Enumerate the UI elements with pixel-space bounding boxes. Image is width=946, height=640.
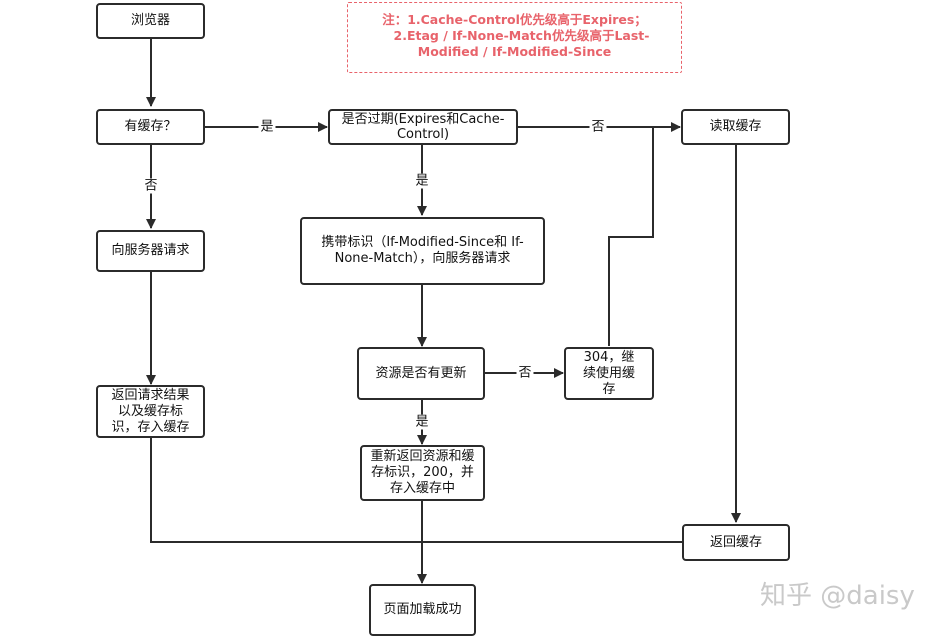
priority-note-line-2: 2.Etag / If-None-Match优先级高于Last- [393, 28, 650, 43]
node-request-server-label: 向服务器请求 [111, 243, 190, 258]
node-page-loaded: 页面加载成功 [369, 584, 476, 636]
node-use-cache-304: 304，继续使用缓存 [564, 347, 654, 400]
node-conditional-request-label: 携带标识（If-Modified-Since和 If-None-Match），向… [321, 235, 524, 266]
edge-label-has-cache-no: 否 [142, 178, 160, 194]
node-use-cache-304-label: 304，继续使用缓存 [582, 349, 635, 397]
node-is-expired: 是否过期(Expires和Cache-Control) [328, 109, 518, 145]
node-is-expired-label: 是否过期(Expires和Cache-Control) [341, 112, 505, 142]
watermark: 知乎 @daisy [760, 581, 915, 611]
node-return-cache: 返回缓存 [682, 524, 790, 561]
node-return-cache-label: 返回缓存 [709, 534, 762, 550]
node-return-new-resource: 重新返回资源和缓存标识，200，并存入缓存中 [360, 445, 485, 501]
edge-label-expired-no: 否 [589, 119, 607, 135]
edge-return-result-to-return-cache [150, 437, 682, 543]
edge-label-has-cache-yes: 是 [258, 119, 276, 135]
node-page-loaded-label: 页面加载成功 [383, 602, 462, 617]
node-resource-updated: 资源是否有更新 [357, 347, 485, 400]
priority-note-line-3: Modified / If-Modified-Since [417, 44, 612, 59]
node-read-cache-label: 读取缓存 [709, 119, 762, 134]
node-return-new-resource-label: 重新返回资源和缓存标识，200，并存入缓存中 [370, 449, 475, 496]
node-has-cache-label: 有缓存？ [124, 119, 177, 134]
node-read-cache: 读取缓存 [681, 109, 790, 145]
edge-304-to-read-cache [608, 127, 654, 346]
edge-label-updated-no: 否 [516, 365, 534, 381]
priority-note-line-1: 注：1.Cache-Control优先级高于Expires； [382, 12, 647, 27]
node-browser-label: 浏览器 [130, 13, 170, 28]
node-return-request-result: 返回请求结果以及缓存标识，存入缓存 [96, 385, 205, 438]
node-resource-updated-label: 资源是否有更新 [375, 365, 467, 381]
priority-note: 注：1.Cache-Control优先级高于Expires； 2.Etag / … [347, 2, 682, 73]
node-return-request-result-label: 返回请求结果以及缓存标识，存入缓存 [111, 387, 190, 435]
edge-label-expired-yes: 是 [413, 173, 431, 189]
node-request-server: 向服务器请求 [96, 230, 205, 272]
node-conditional-request: 携带标识（If-Modified-Since和 If-None-Match），向… [300, 217, 545, 285]
node-has-cache: 有缓存？ [96, 109, 205, 145]
edge-label-updated-yes: 是 [413, 414, 431, 430]
node-browser: 浏览器 [96, 3, 205, 39]
